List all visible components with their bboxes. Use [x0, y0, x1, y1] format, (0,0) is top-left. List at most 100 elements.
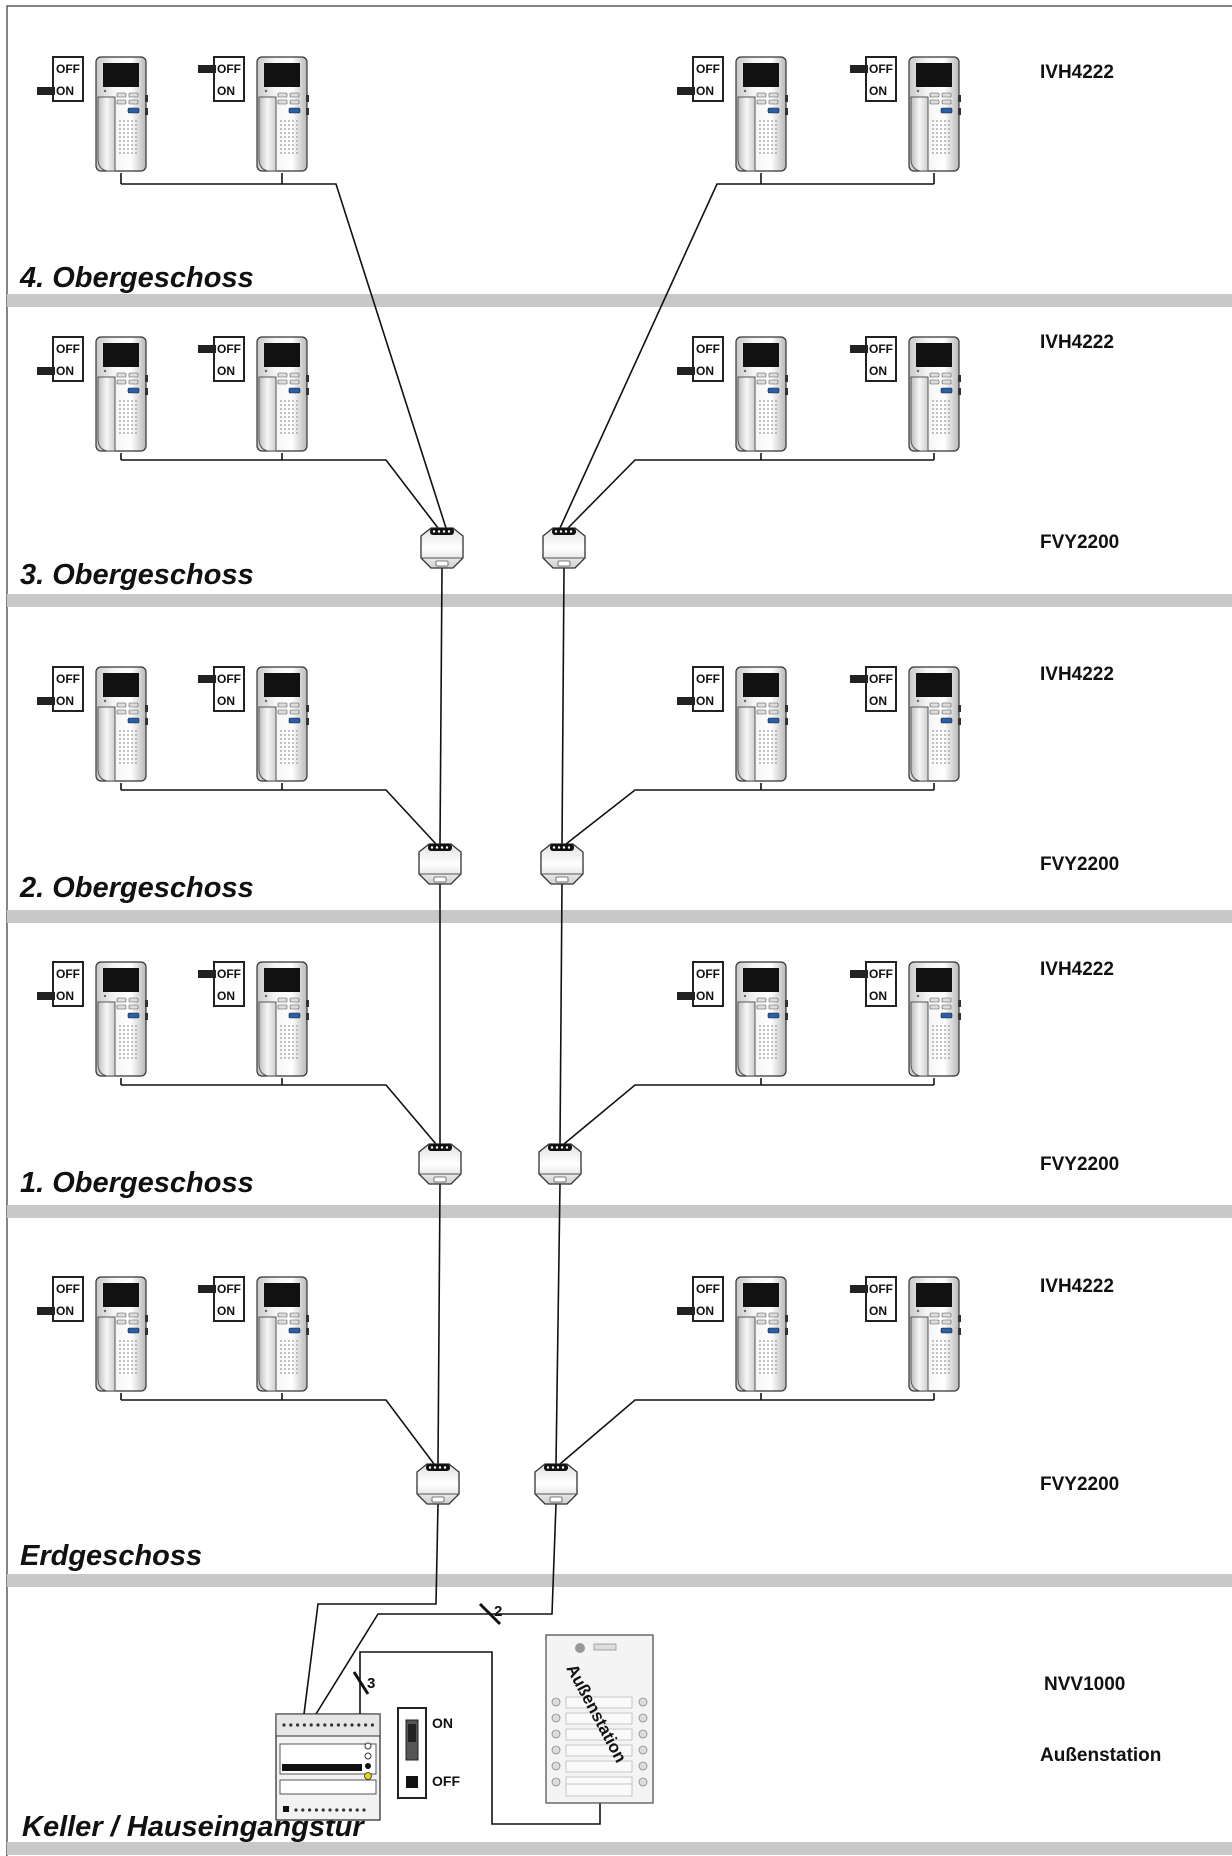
terminal-dot — [296, 1723, 300, 1727]
switch-lever — [37, 367, 55, 375]
power-switch-box — [52, 961, 84, 1007]
name-plate — [565, 1712, 633, 1725]
switch-lever — [677, 697, 695, 705]
power-switch-box — [52, 666, 84, 712]
label-monitor-2og: IVH4222 — [1040, 664, 1114, 685]
indoor-monitor — [908, 336, 962, 452]
switch-lever — [677, 992, 695, 1000]
power-switch-off-label: OFF — [217, 672, 241, 686]
cable-tick — [478, 1602, 502, 1626]
terminal-dot — [289, 1723, 293, 1727]
call-button — [551, 1745, 561, 1755]
power-switch-on-label: ON — [217, 84, 235, 98]
terminal-dot — [302, 1723, 306, 1727]
power-switch-on-label: ON — [696, 694, 714, 708]
main-switch-off-label: OFF — [432, 1773, 460, 1789]
switch-lever — [198, 65, 216, 73]
distributor-box — [534, 1463, 578, 1505]
label-power-supply: NVV1000 — [1044, 1674, 1125, 1695]
switch-lever — [198, 970, 216, 978]
floor-separators — [7, 294, 1232, 1855]
call-button — [638, 1713, 648, 1723]
wire — [303, 1503, 439, 1715]
switch-lever — [37, 1307, 55, 1315]
power-switch-box — [692, 666, 724, 712]
power-switch-on-label: ON — [869, 1304, 887, 1318]
power-switch-off-label: OFF — [696, 967, 720, 981]
power-switch-box — [52, 1276, 84, 1322]
call-button — [551, 1777, 561, 1787]
indoor-monitor — [735, 336, 789, 452]
power-supply-unit — [275, 1713, 381, 1821]
power-switch-box — [213, 1276, 245, 1322]
power-switch-box — [692, 1276, 724, 1322]
power-switch-on-label: ON — [217, 989, 235, 1003]
power-switch-off-label: OFF — [869, 62, 893, 76]
floor-band — [7, 1842, 1232, 1855]
terminal-dot — [362, 1808, 366, 1812]
indoor-monitor — [908, 56, 962, 172]
power-switch-on-label: ON — [869, 364, 887, 378]
power-switch-on-label: ON — [869, 989, 887, 1003]
power-switch-off-label: OFF — [869, 967, 893, 981]
power-switch-off-label: OFF — [56, 967, 80, 981]
call-button — [638, 1745, 648, 1755]
power-switch-box — [865, 961, 897, 1007]
power-switch-box — [213, 961, 245, 1007]
call-button — [551, 1713, 561, 1723]
floor-band — [7, 1205, 1232, 1218]
indoor-monitor — [95, 336, 149, 452]
power-switch-off-label: OFF — [696, 1282, 720, 1296]
power-switch-on-label: ON — [56, 1304, 74, 1318]
name-plate — [565, 1728, 633, 1741]
switch-lever — [850, 675, 868, 683]
floor-band — [7, 594, 1232, 607]
terminal-dot — [336, 1723, 340, 1727]
indoor-monitor — [908, 666, 962, 782]
power-switch-off-label: OFF — [696, 342, 720, 356]
call-button — [638, 1761, 648, 1771]
terminal-dot — [364, 1723, 368, 1727]
wire — [563, 1084, 761, 1145]
switch-lever — [198, 345, 216, 353]
power-switch-on-label: ON — [696, 364, 714, 378]
indoor-monitor — [735, 56, 789, 172]
distributor-box — [416, 1463, 460, 1505]
power-switch-on-label: ON — [56, 84, 74, 98]
distributor-box — [542, 527, 586, 569]
wire — [559, 1399, 761, 1465]
power-switch-off-label: OFF — [869, 672, 893, 686]
label-distributor-3og: FVY2200 — [1040, 532, 1119, 553]
wire — [359, 1651, 601, 1825]
distributor-box — [420, 527, 464, 569]
door-cable-count: 3 — [367, 1675, 375, 1692]
wire — [282, 1084, 437, 1145]
power-switch-on-label: ON — [869, 694, 887, 708]
switch-lever — [677, 367, 695, 375]
floor-label-1og: 1. Obergeschoss — [20, 1167, 254, 1199]
switch-lever — [850, 345, 868, 353]
label-distributor-2og: FVY2200 — [1040, 854, 1119, 875]
indoor-monitor — [735, 1276, 789, 1392]
terminal-dot — [301, 1808, 305, 1812]
floor-label-2og: 2. Obergeschoss — [19, 872, 254, 904]
power-switch-on-label: ON — [869, 84, 887, 98]
switch-lever — [198, 1285, 216, 1293]
label-monitor-eg: IVH4222 — [1040, 1276, 1114, 1297]
power-switch-on-label: ON — [217, 694, 235, 708]
floor-label-3og: 3. Obergeschoss — [20, 559, 254, 591]
power-switch-off-label: OFF — [56, 1282, 80, 1296]
call-button — [638, 1729, 648, 1739]
power-switch-off-label: OFF — [869, 342, 893, 356]
call-button — [638, 1697, 648, 1707]
switch-lever — [850, 970, 868, 978]
main-switch: ON OFF — [397, 1707, 460, 1799]
wire — [282, 183, 447, 529]
distributor-box — [538, 1143, 582, 1185]
terminal-dot — [316, 1723, 320, 1727]
name-plate — [565, 1760, 633, 1773]
bus-cable-count: 2 — [494, 1603, 502, 1620]
power-switch-box — [865, 56, 897, 102]
indoor-monitor — [256, 961, 310, 1077]
indoor-monitor — [735, 666, 789, 782]
